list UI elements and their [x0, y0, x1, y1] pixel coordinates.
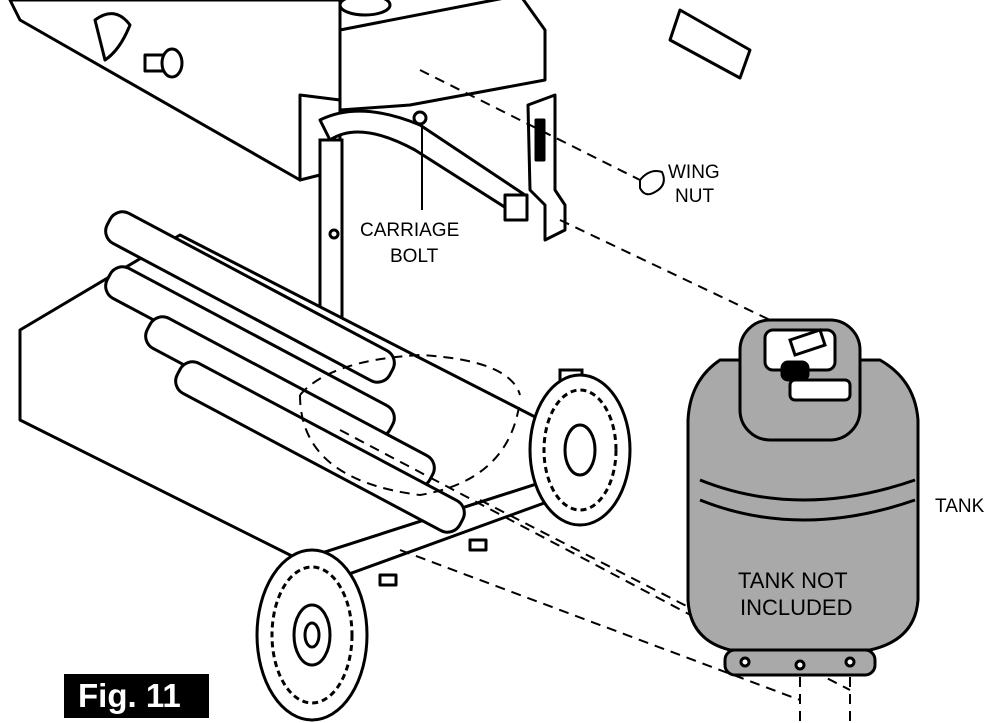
grill-head [8, 0, 392, 182]
wing-nut-label-line1: WING [668, 162, 720, 183]
wing-nut-label-line2: NUT [675, 186, 714, 207]
wing-nut-icon [639, 170, 665, 196]
propane-tank [686, 318, 920, 677]
front-wheel [255, 548, 369, 722]
tank-valve-icon [780, 328, 827, 382]
control-knob-icon [93, 12, 132, 62]
figure-caption: Fig. 11 [64, 674, 209, 718]
rear-wheel [528, 373, 632, 527]
carriage-bolt-label-line2: BOLT [390, 246, 439, 267]
tank-not-included-line2: INCLUDED [740, 595, 852, 620]
tank-label: TANK [935, 496, 985, 517]
side-handle [318, 109, 529, 222]
igniter-button-icon [143, 47, 184, 79]
carriage-bolt-label-line1: CARRIAGE [360, 220, 459, 241]
tank-not-included-line1: TANK NOT [738, 568, 848, 593]
tank-bracket [526, 93, 567, 242]
